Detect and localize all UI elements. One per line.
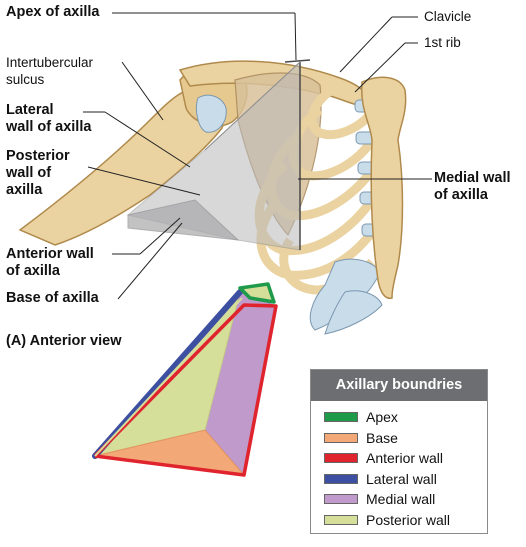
leader-lines xyxy=(83,12,432,300)
legend-item-apex: Apex xyxy=(311,407,487,428)
pyramid-anterior-wall-edge xyxy=(93,303,278,477)
legend-item-base: Base xyxy=(311,428,487,449)
label-clavicle: Clavicle xyxy=(424,9,472,24)
legend-swatch-apex xyxy=(324,412,358,423)
label-anterior-2: of axilla xyxy=(6,263,60,279)
label-medial-2: of axilla xyxy=(434,187,488,203)
label-anterior-1: Anterior wall xyxy=(6,246,94,262)
legend-swatch-base xyxy=(324,432,358,443)
legend-item-anterior-wall: Anterior wall xyxy=(311,448,487,469)
label-first-rib: 1st rib xyxy=(424,35,461,50)
legend-swatch-anterior-wall xyxy=(324,453,358,464)
label-intertubercular-1: Intertubercular xyxy=(6,55,94,70)
legend-label-base: Base xyxy=(366,429,398,446)
sternum xyxy=(361,76,407,300)
legend-item-medial-wall: Medial wall xyxy=(311,489,487,510)
label-lateral-2: wall of axilla xyxy=(6,119,92,135)
legend-swatch-medial-wall xyxy=(324,494,358,505)
glenoid-cartilage xyxy=(195,94,227,133)
axilla-pyramid xyxy=(92,282,278,477)
label-medial-1: Medial wall xyxy=(434,170,511,186)
legend-label-lateral-wall: Lateral wall xyxy=(366,470,437,487)
pyramid-apex xyxy=(238,282,276,304)
label-posterior-3: axilla xyxy=(6,182,43,198)
label-intertubercular-2: sulcus xyxy=(6,72,45,87)
legend-box: Axillary boundries Apex Base Anterior wa… xyxy=(310,369,488,534)
label-apex: Apex of axilla xyxy=(6,4,100,20)
legend-item-posterior-wall: Posterior wall xyxy=(311,510,487,531)
legend-swatch-lateral-wall xyxy=(324,473,358,484)
legend-label-anterior-wall: Anterior wall xyxy=(366,450,444,467)
legend-item-lateral-wall: Lateral wall xyxy=(311,469,487,490)
label-lateral-1: Lateral xyxy=(6,102,54,118)
legend-label-medial-wall: Medial wall xyxy=(366,491,436,508)
legend-title: Axillary boundries xyxy=(311,370,487,401)
label-base: Base of axilla xyxy=(6,290,99,306)
axilla-box-front xyxy=(127,199,240,241)
legend-label-apex: Apex xyxy=(366,409,398,426)
label-posterior-2: wall of xyxy=(6,165,52,181)
label-view: (A) Anterior view xyxy=(6,333,122,349)
legend-label-posterior-wall: Posterior wall xyxy=(366,511,451,528)
label-posterior-1: Posterior xyxy=(6,148,70,164)
legend-swatch-posterior-wall xyxy=(324,514,358,525)
